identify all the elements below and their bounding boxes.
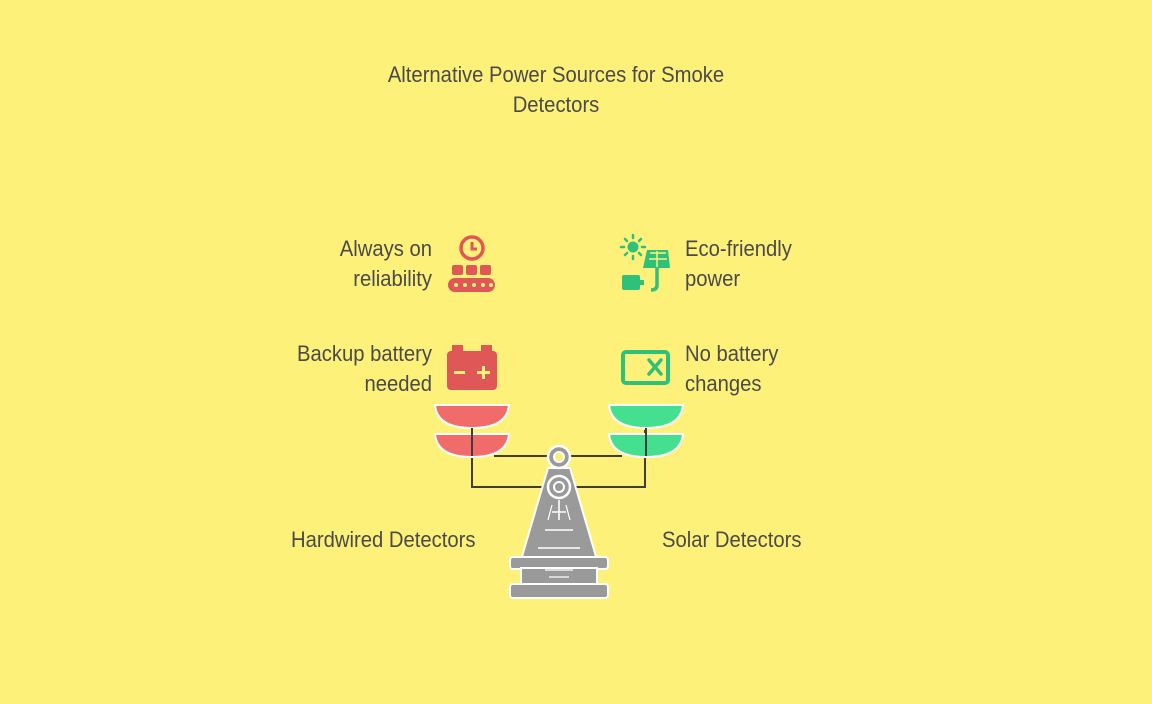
no-battery-icon: [621, 350, 670, 385]
right-item-1-line1: Eco-friendly: [685, 236, 792, 261]
right-item-2-line2: changes: [685, 371, 762, 396]
left-item-1-line1: Always on: [339, 236, 432, 261]
solar-panel-icon: [619, 233, 670, 292]
left-item-1-line2: reliability: [353, 266, 432, 291]
right-pans: [607, 404, 685, 459]
left-item-2-line2: needed: [364, 371, 432, 396]
right-side-name-text: Solar Detectors: [662, 527, 802, 552]
left-side-name: Hardwired Detectors: [291, 525, 512, 555]
right-item-1-line2: power: [685, 266, 741, 291]
diagram-title: Alternative Power Sources for Smoke Dete…: [372, 60, 740, 120]
scale-stand: [509, 444, 609, 599]
left-side-name-text: Hardwired Detectors: [291, 527, 476, 552]
car-battery-icon: [447, 345, 497, 390]
diagram-title-text: Alternative Power Sources for Smoke Dete…: [387, 62, 725, 117]
right-side-name: Solar Detectors: [662, 525, 846, 555]
right-item-1-label: Eco-friendly power: [685, 234, 869, 294]
left-pans: [433, 404, 511, 459]
clock-conveyor-icon: [448, 235, 495, 292]
right-item-2-line1: No battery: [685, 341, 779, 366]
left-item-2-line1: Backup battery: [296, 341, 432, 366]
right-item-2-label: No battery changes: [685, 339, 869, 399]
left-item-1-label: Always on reliability: [248, 234, 432, 294]
left-item-2-label: Backup battery needed: [248, 339, 432, 399]
